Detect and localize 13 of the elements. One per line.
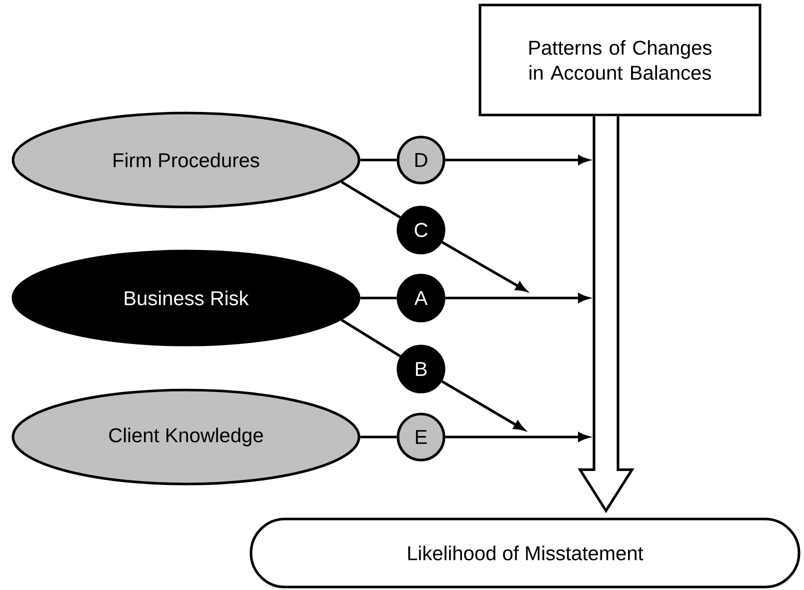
block-arrow [578,115,634,514]
connector-line [360,436,397,438]
oval-node: Client Knowledge [12,388,360,486]
connector-line [340,318,402,358]
terminal-node: Likelihood of Misstatement [250,518,800,588]
connector-line [340,180,401,219]
oval-node: Business Risk [12,250,360,346]
text-box: Patterns of Changes in Account Balances [478,4,762,116]
arrow [441,241,527,292]
connector-line [360,158,397,162]
oval-node: Firm Procedures [12,112,360,208]
connector-line [360,296,397,300]
arrow [441,380,525,431]
